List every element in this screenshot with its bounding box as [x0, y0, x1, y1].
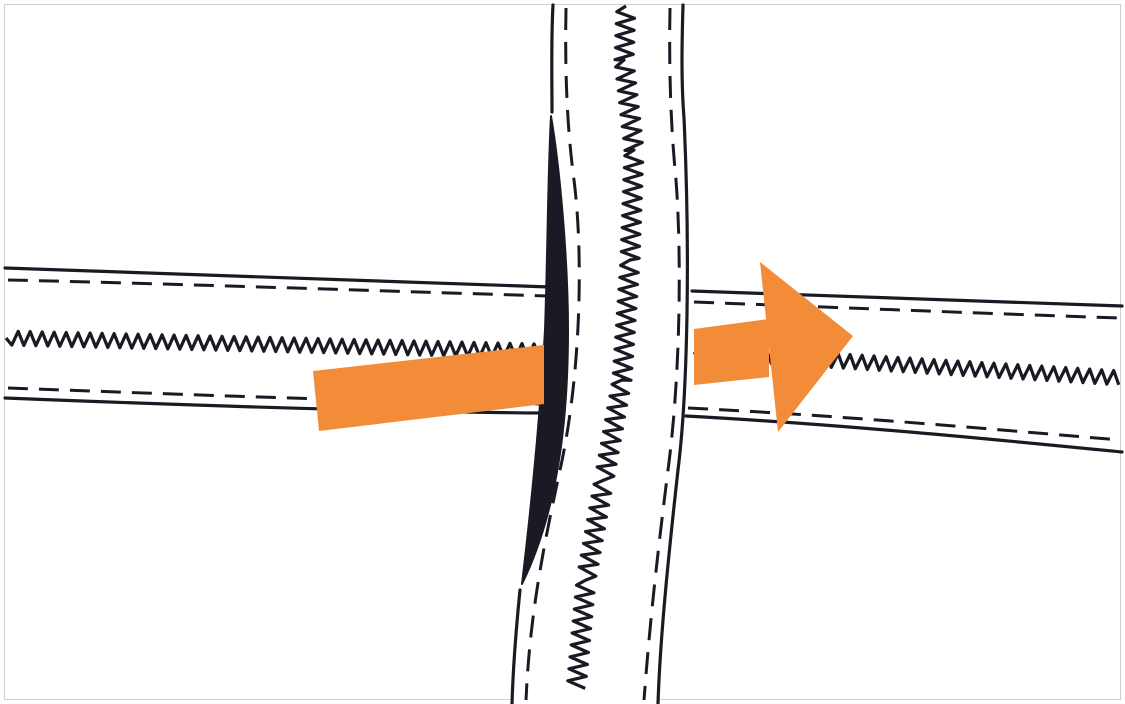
vertical-zipper — [510, 3, 689, 704]
horizontal-zipper-teeth-left — [4, 329, 542, 360]
vertical-zipper-flap — [521, 115, 569, 585]
arrow-shaft-left — [313, 345, 544, 431]
vertical-zipper-right-stitch — [642, 7, 681, 701]
vertical-zipper-tape — [512, 5, 688, 704]
horizontal-zipper-top-stitch-left — [7, 278, 549, 298]
horizontal-zipper-top-stitch-right — [693, 300, 1121, 320]
vertical-zipper-left-edge-lower — [510, 588, 522, 704]
arrow-head — [760, 262, 853, 432]
horizontal-zipper-bottom-edge-right — [684, 414, 1124, 454]
horizontal-zipper-bottom-stitch-right — [687, 406, 1121, 442]
horizontal-zipper-top-edge-left — [3, 266, 552, 289]
arrow-shaft-right — [694, 319, 769, 385]
vertical-zipper-teeth — [566, 4, 645, 690]
horizontal-zipper — [3, 266, 1124, 454]
vertical-zipper-right-edge — [656, 3, 689, 704]
direction-arrow — [313, 262, 853, 432]
horizontal-zipper-top-edge-right — [690, 289, 1124, 308]
vertical-zipper-left-edge — [550, 3, 555, 114]
